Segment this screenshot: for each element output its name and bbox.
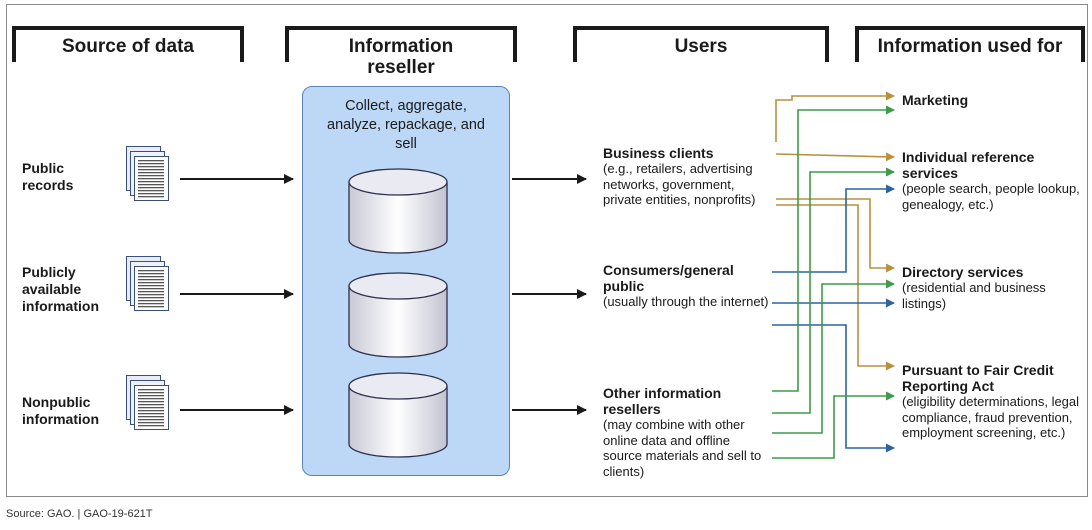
header-reseller: Information reseller <box>348 36 454 78</box>
user-title: Other information resellers <box>603 385 722 417</box>
database-icon <box>348 168 448 254</box>
reseller-description: Collect, aggregate, analyze, repackage, … <box>327 98 485 152</box>
user-other-resellers: Other information resellers (may combine… <box>603 385 767 479</box>
use-directory-services: Directory services (residential and busi… <box>902 264 1082 311</box>
user-business-clients: Business clients (e.g., retailers, adver… <box>603 145 775 208</box>
use-title: Pursuant to Fair Credit Reporting Act <box>902 362 1054 394</box>
user-title: Business clients <box>603 145 714 161</box>
database-icon <box>348 272 448 358</box>
document-stack-icon <box>126 375 169 430</box>
flow-business-directory <box>776 198 895 273</box>
user-title: Consumers/general public <box>603 262 734 294</box>
header-bracket-reseller <box>285 26 517 62</box>
flow-other-directory <box>772 279 895 434</box>
diagram-frame <box>6 4 1088 497</box>
database-icon <box>348 372 448 458</box>
user-detail: (may combine with other online data and … <box>603 417 762 479</box>
source-label-publicly-available: Publicly available information <box>22 264 99 314</box>
use-detail: (eligibility determinations, legal compl… <box>902 394 1080 440</box>
use-marketing: Marketing <box>902 92 1082 108</box>
use-title: Marketing <box>902 92 969 108</box>
document-stack-icon <box>126 256 169 311</box>
flow-consumer-fcra <box>772 324 895 453</box>
source-note: Source: GAO. | GAO-19-621T <box>6 508 153 520</box>
header-used-for: Information used for <box>877 36 1063 57</box>
header-bracket-used-for <box>855 26 1085 62</box>
flow-business-marketing <box>775 91 895 142</box>
flow-other-fcra <box>772 391 895 459</box>
flow-consumer-individual-reference <box>772 184 895 273</box>
use-fcra: Pursuant to Fair Credit Reporting Act (e… <box>902 362 1082 441</box>
flow-other-marketing <box>772 105 895 392</box>
flow-business-individual-reference <box>775 152 895 162</box>
use-individual-reference: Individual reference services (people se… <box>902 149 1082 212</box>
use-title: Directory services <box>902 264 1024 280</box>
header-users: Users <box>674 36 728 57</box>
user-detail: (e.g., retailers, advertising networks, … <box>603 161 756 207</box>
source-label-public-records: Public records <box>22 160 74 193</box>
header-bracket-users <box>573 26 829 62</box>
use-detail: (residential and business listings) <box>902 280 1046 311</box>
document-stack-icon <box>126 146 169 201</box>
use-title: Individual reference services <box>902 149 1035 181</box>
header-source: Source of data <box>62 36 194 57</box>
source-label-nonpublic: Nonpublic information <box>22 394 99 427</box>
header-bracket-source <box>12 26 244 62</box>
flow-other-individual-reference <box>772 167 895 414</box>
use-detail: (people search, people lookup, genealogy… <box>902 181 1080 212</box>
user-detail: (usually through the internet) <box>603 294 769 309</box>
flow-business-fcra <box>776 204 895 371</box>
user-consumers: Consumers/general public (usually throug… <box>603 262 773 310</box>
